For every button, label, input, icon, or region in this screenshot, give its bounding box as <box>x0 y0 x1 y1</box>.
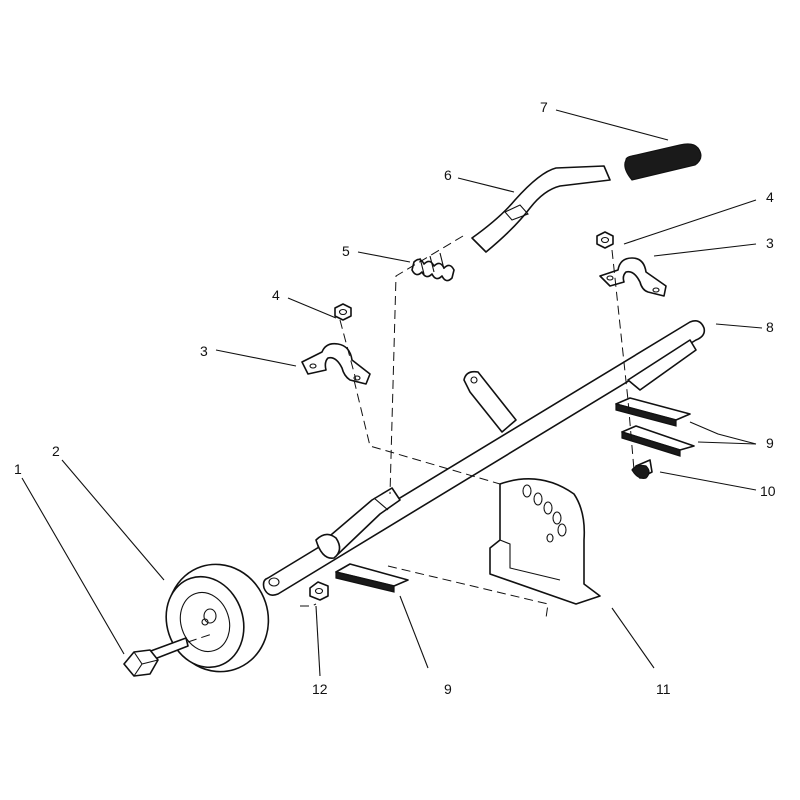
part-spring <box>411 252 455 282</box>
callout-6: 6 <box>444 167 452 183</box>
callout-10: 10 <box>760 483 776 499</box>
part-axle-bolt <box>123 637 189 677</box>
callout-4-right: 4 <box>766 189 774 205</box>
callout-2: 2 <box>52 443 60 459</box>
leader-lines <box>21 109 763 677</box>
part-clamp-right <box>599 257 667 297</box>
callout-4-left: 4 <box>272 287 280 303</box>
part-grip <box>624 143 702 181</box>
part-wheel <box>165 563 270 673</box>
part-pad-middle <box>621 425 695 457</box>
part-clamp-left <box>301 342 371 385</box>
callout-3-right: 3 <box>766 235 774 251</box>
part-adjust-plate <box>489 478 601 605</box>
part-pad-lower <box>335 563 409 593</box>
callout-9-bottom: 9 <box>444 681 452 697</box>
callout-1: 1 <box>14 461 22 477</box>
callout-5: 5 <box>342 243 350 259</box>
part-nut-left <box>334 303 352 321</box>
part-handle <box>471 165 611 253</box>
callout-7: 7 <box>540 99 548 115</box>
callout-labels: 1 2 3 3 4 4 5 6 7 8 9 9 10 11 12 <box>14 99 776 697</box>
part-nut-small <box>309 581 329 601</box>
part-bolt <box>631 459 653 479</box>
assembly-lines <box>187 235 635 643</box>
callout-9-right: 9 <box>766 435 774 451</box>
part-nut-upper <box>596 231 614 249</box>
part-lever-rod <box>262 320 706 596</box>
callout-11: 11 <box>656 681 671 697</box>
part-pad-upper <box>615 397 691 427</box>
callout-8: 8 <box>766 319 774 335</box>
callout-12: 12 <box>312 681 328 697</box>
callout-3-left: 3 <box>200 343 208 359</box>
